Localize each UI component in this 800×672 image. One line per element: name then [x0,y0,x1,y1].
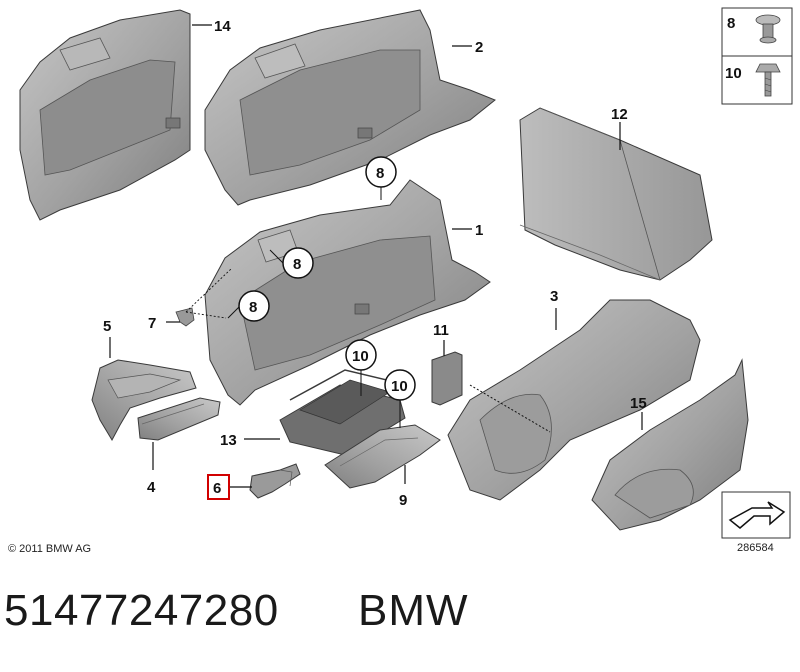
part-9-cover-plate [324,424,441,489]
callout-12: 12 [611,106,628,123]
part-4-trim-strip [137,397,221,441]
legend-label-8: 8 [727,15,735,32]
part-6-bracket [249,463,301,499]
callout-5: 5 [103,318,111,335]
svg-text:8: 8 [293,256,301,273]
part-12-cover [519,107,713,281]
callout-2: 2 [475,39,483,56]
copyright-notice: © 2011 BMW AG [8,543,92,555]
callout-14: 14 [214,18,231,35]
svg-text:8: 8 [249,299,257,316]
callout-8-top: 8 [365,156,397,200]
svg-text:10: 10 [352,348,369,365]
clip-8-icon [755,14,781,44]
callout-1: 1 [475,222,483,239]
callout-10-top: 10 [345,339,377,396]
diagram-id: 286584 [737,542,774,554]
orientation-arrow-icon [721,491,791,539]
part-5-bracket [91,359,197,442]
part-13-tray-frame [279,369,406,456]
part-3-wheel-arch-trim [447,299,701,501]
highlighted-callout-frame [207,474,230,500]
callout-10-lower: 10 [384,369,416,428]
part-7-clip [166,267,233,327]
callout-6: 6 [213,480,221,497]
callout-13: 13 [220,432,237,449]
callout-15: 15 [630,395,647,412]
callout-8-lower: 8 [227,290,270,322]
callout-8-middle: 8 [269,247,314,279]
part-number: 51477247280 [4,586,279,635]
callout-4: 4 [147,479,156,496]
part-14-side-trim-panel [19,9,191,221]
part-11-panel [431,351,463,406]
brand-name: BMW [358,586,469,635]
svg-text:8: 8 [376,165,384,182]
screw-10-icon [755,63,781,97]
fastener-legend: 8 10 [721,7,793,105]
callout-11: 11 [433,322,449,339]
legend-label-10: 10 [725,65,742,82]
callout-9: 9 [399,492,407,509]
svg-text:10: 10 [391,378,408,395]
part-2-side-trim-panel [204,9,496,206]
callout-7: 7 [148,315,156,332]
part-15-lower-trim [591,358,749,531]
callout-3: 3 [550,288,558,305]
